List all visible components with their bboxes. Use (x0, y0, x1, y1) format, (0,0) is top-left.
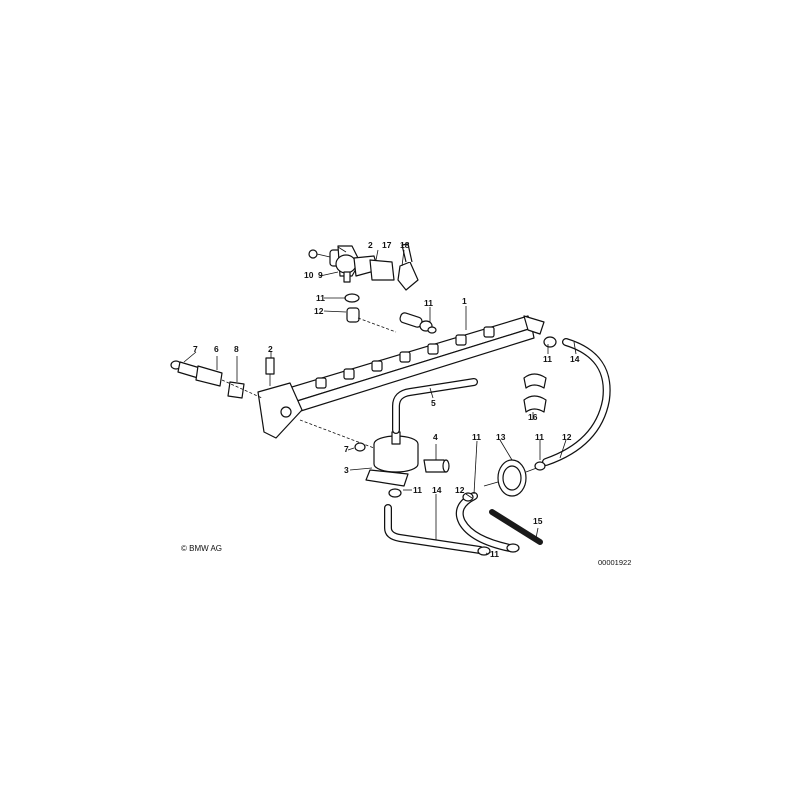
callout-11-g: 11 (490, 549, 499, 559)
callout-15: 15 (533, 516, 543, 526)
callout-13: 13 (496, 432, 506, 442)
callout-11-e: 11 (535, 432, 544, 442)
callout-5: 5 (431, 398, 436, 408)
hose-clamps (427, 326, 546, 502)
callout-16: 16 (528, 412, 538, 422)
leader-lines (183, 246, 577, 555)
callout-11-c: 11 (543, 354, 552, 364)
diagram-id: 00001922 (598, 558, 632, 567)
hose-holder (523, 373, 547, 413)
callout-14-a: 14 (570, 354, 580, 364)
callout-11-a: 11 (316, 293, 325, 303)
callout-14-b: 14 (432, 485, 442, 495)
fuel-damper (483, 459, 543, 497)
vacuum-hose (392, 378, 478, 434)
callout-12-c: 12 (455, 485, 465, 495)
fuel-hose-long (542, 336, 611, 466)
callout-2-b: 2 (268, 344, 273, 354)
fuel-hose-loop (455, 492, 520, 553)
callout-10: 10 (304, 270, 314, 280)
callout-labels: 1 2 17 18 10 9 11 12 11 11 14 7 6 8 2 5 … (193, 240, 580, 559)
fuel-injector (170, 357, 275, 399)
fuel-hose-lower (384, 504, 491, 556)
pressure-regulator (299, 419, 450, 498)
callout-12-a: 12 (314, 306, 324, 316)
copyright-notice: © BMW AG (181, 544, 223, 553)
callout-12-b: 12 (562, 432, 572, 442)
callout-1: 1 (462, 296, 467, 306)
callout-11-f: 11 (413, 485, 422, 495)
callout-7-b: 7 (344, 444, 349, 454)
callout-17: 17 (382, 240, 392, 250)
hose-clamp-sleeve-top (344, 293, 397, 333)
rail-hose-connector (399, 312, 433, 332)
callout-8: 8 (234, 344, 239, 354)
callout-4: 4 (433, 432, 438, 442)
fuel-rail (257, 315, 545, 439)
callout-3: 3 (344, 465, 349, 475)
callout-6: 6 (214, 344, 219, 354)
callout-7-a: 7 (193, 344, 198, 354)
fuel-hose-ribbed (489, 509, 543, 545)
callout-2-top: 2 (368, 240, 373, 250)
callout-11-b: 11 (424, 298, 433, 308)
pressure-damper-assembly (308, 243, 419, 291)
callout-9: 9 (318, 270, 323, 280)
callout-11-d: 11 (472, 432, 481, 442)
callout-18: 18 (400, 240, 410, 250)
